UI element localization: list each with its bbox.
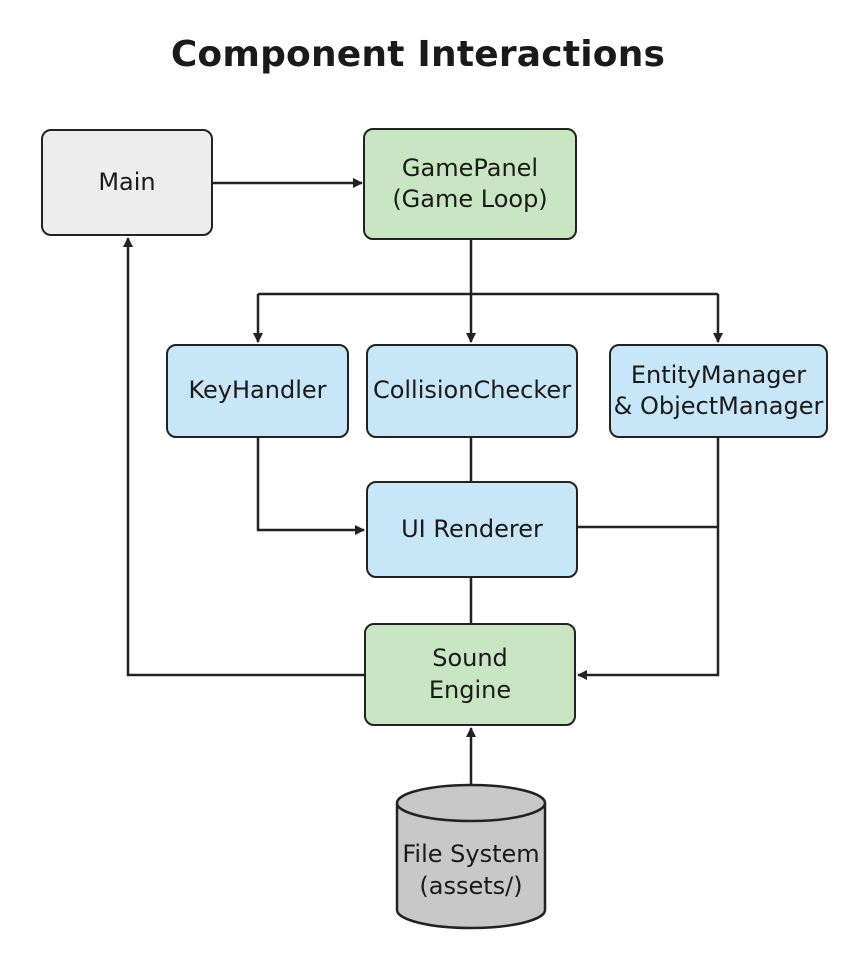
collisionchecker-node: CollisionChecker bbox=[366, 344, 578, 438]
diagram-title: Component Interactions bbox=[170, 34, 666, 75]
gamepanel-sublabel: (Game Loop) bbox=[392, 185, 548, 213]
uirenderer-label: UI Renderer bbox=[401, 514, 543, 543]
filesystem-database-shape bbox=[395, 783, 547, 930]
main-node: Main bbox=[41, 129, 213, 236]
filesystem-node: File System (assets/) bbox=[396, 838, 546, 903]
collisionchecker-label: CollisionChecker bbox=[372, 376, 572, 405]
gamepanel-label: GamePanel bbox=[401, 153, 539, 182]
gamepanel-node: GamePanel (Game Loop) bbox=[363, 128, 577, 240]
filesystem-sublabel: (assets/) bbox=[419, 872, 523, 901]
edge-keyhandler-to-uirenderer bbox=[256, 438, 365, 535]
soundengine-label-line2: Engine bbox=[428, 675, 512, 704]
keyhandler-node: KeyHandler bbox=[166, 344, 349, 438]
entitymanager-label: EntityManager bbox=[630, 360, 807, 389]
edge-entitymanager-to-soundengine bbox=[577, 438, 720, 680]
objectmanager-label: & ObjectManager bbox=[613, 392, 824, 420]
filesystem-label: File System bbox=[402, 840, 540, 868]
soundengine-node: Sound Engine bbox=[364, 623, 576, 726]
entitymanager-node: EntityManager & ObjectManager bbox=[609, 344, 828, 438]
main-label: Main bbox=[98, 167, 156, 196]
edge-soundengine-to-main bbox=[123, 237, 364, 677]
keyhandler-label: KeyHandler bbox=[188, 376, 327, 405]
soundengine-label-line1: Sound bbox=[432, 644, 508, 673]
uirenderer-node: UI Renderer bbox=[366, 481, 578, 578]
